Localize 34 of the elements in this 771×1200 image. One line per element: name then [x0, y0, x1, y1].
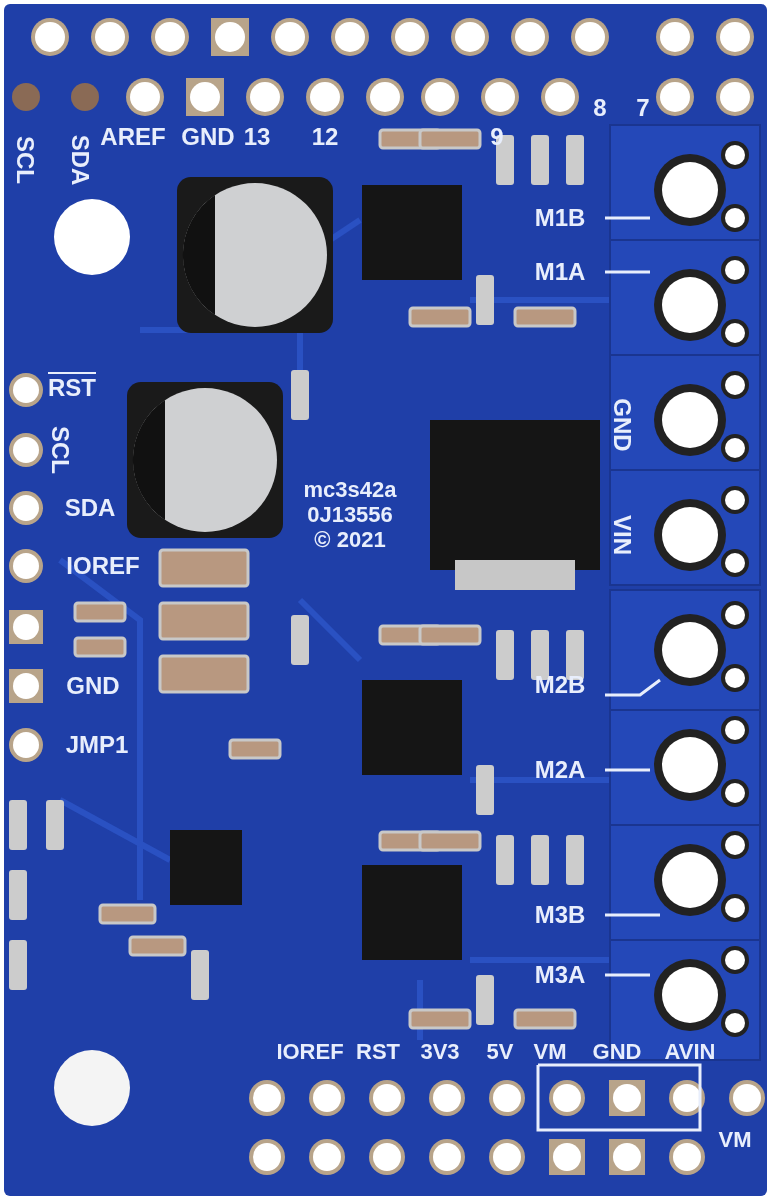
- pin-label: AREF: [100, 125, 166, 149]
- pin-label: SCL: [48, 426, 72, 474]
- pin-label: M3B: [534, 903, 586, 927]
- pin-label: VM: [533, 1041, 567, 1063]
- pin-label: RST: [356, 1041, 400, 1063]
- pin-label: VM: [718, 1129, 752, 1151]
- pin-label: 3V3: [420, 1041, 460, 1063]
- pin-label: 12: [311, 125, 339, 149]
- pin-label: AVIN: [664, 1041, 716, 1063]
- pin-label: M2A: [534, 758, 586, 782]
- pin-label: 7: [636, 96, 650, 120]
- pin-label: GND: [181, 125, 235, 149]
- pin-label: IOREF: [66, 554, 140, 578]
- board-marking: © 2021: [314, 529, 386, 551]
- board-marking: 0J13556: [307, 504, 393, 526]
- pin-label: 13: [243, 125, 271, 149]
- pin-label: M1A: [534, 260, 586, 284]
- pin-label: M2B: [534, 673, 586, 697]
- pin-label: SDA: [64, 496, 116, 520]
- pin-label: VIN: [610, 515, 634, 555]
- pin-label: M3A: [534, 963, 586, 987]
- pin-label: 9: [490, 125, 504, 149]
- pin-label: GND: [592, 1041, 642, 1063]
- pin-label: GND: [610, 398, 634, 452]
- pin-label: IOREF: [276, 1041, 344, 1063]
- pin-label: RST: [48, 376, 96, 400]
- pin-label: JMP1: [65, 733, 129, 757]
- pin-label: SDA: [68, 134, 92, 186]
- pin-label: 8: [593, 96, 607, 120]
- pin-label: M1B: [534, 206, 586, 230]
- pin-label: SCL: [13, 136, 37, 184]
- pin-label: 5V: [486, 1041, 514, 1063]
- pin-label: GND: [66, 674, 120, 698]
- board-marking: mc3s42a: [303, 479, 397, 501]
